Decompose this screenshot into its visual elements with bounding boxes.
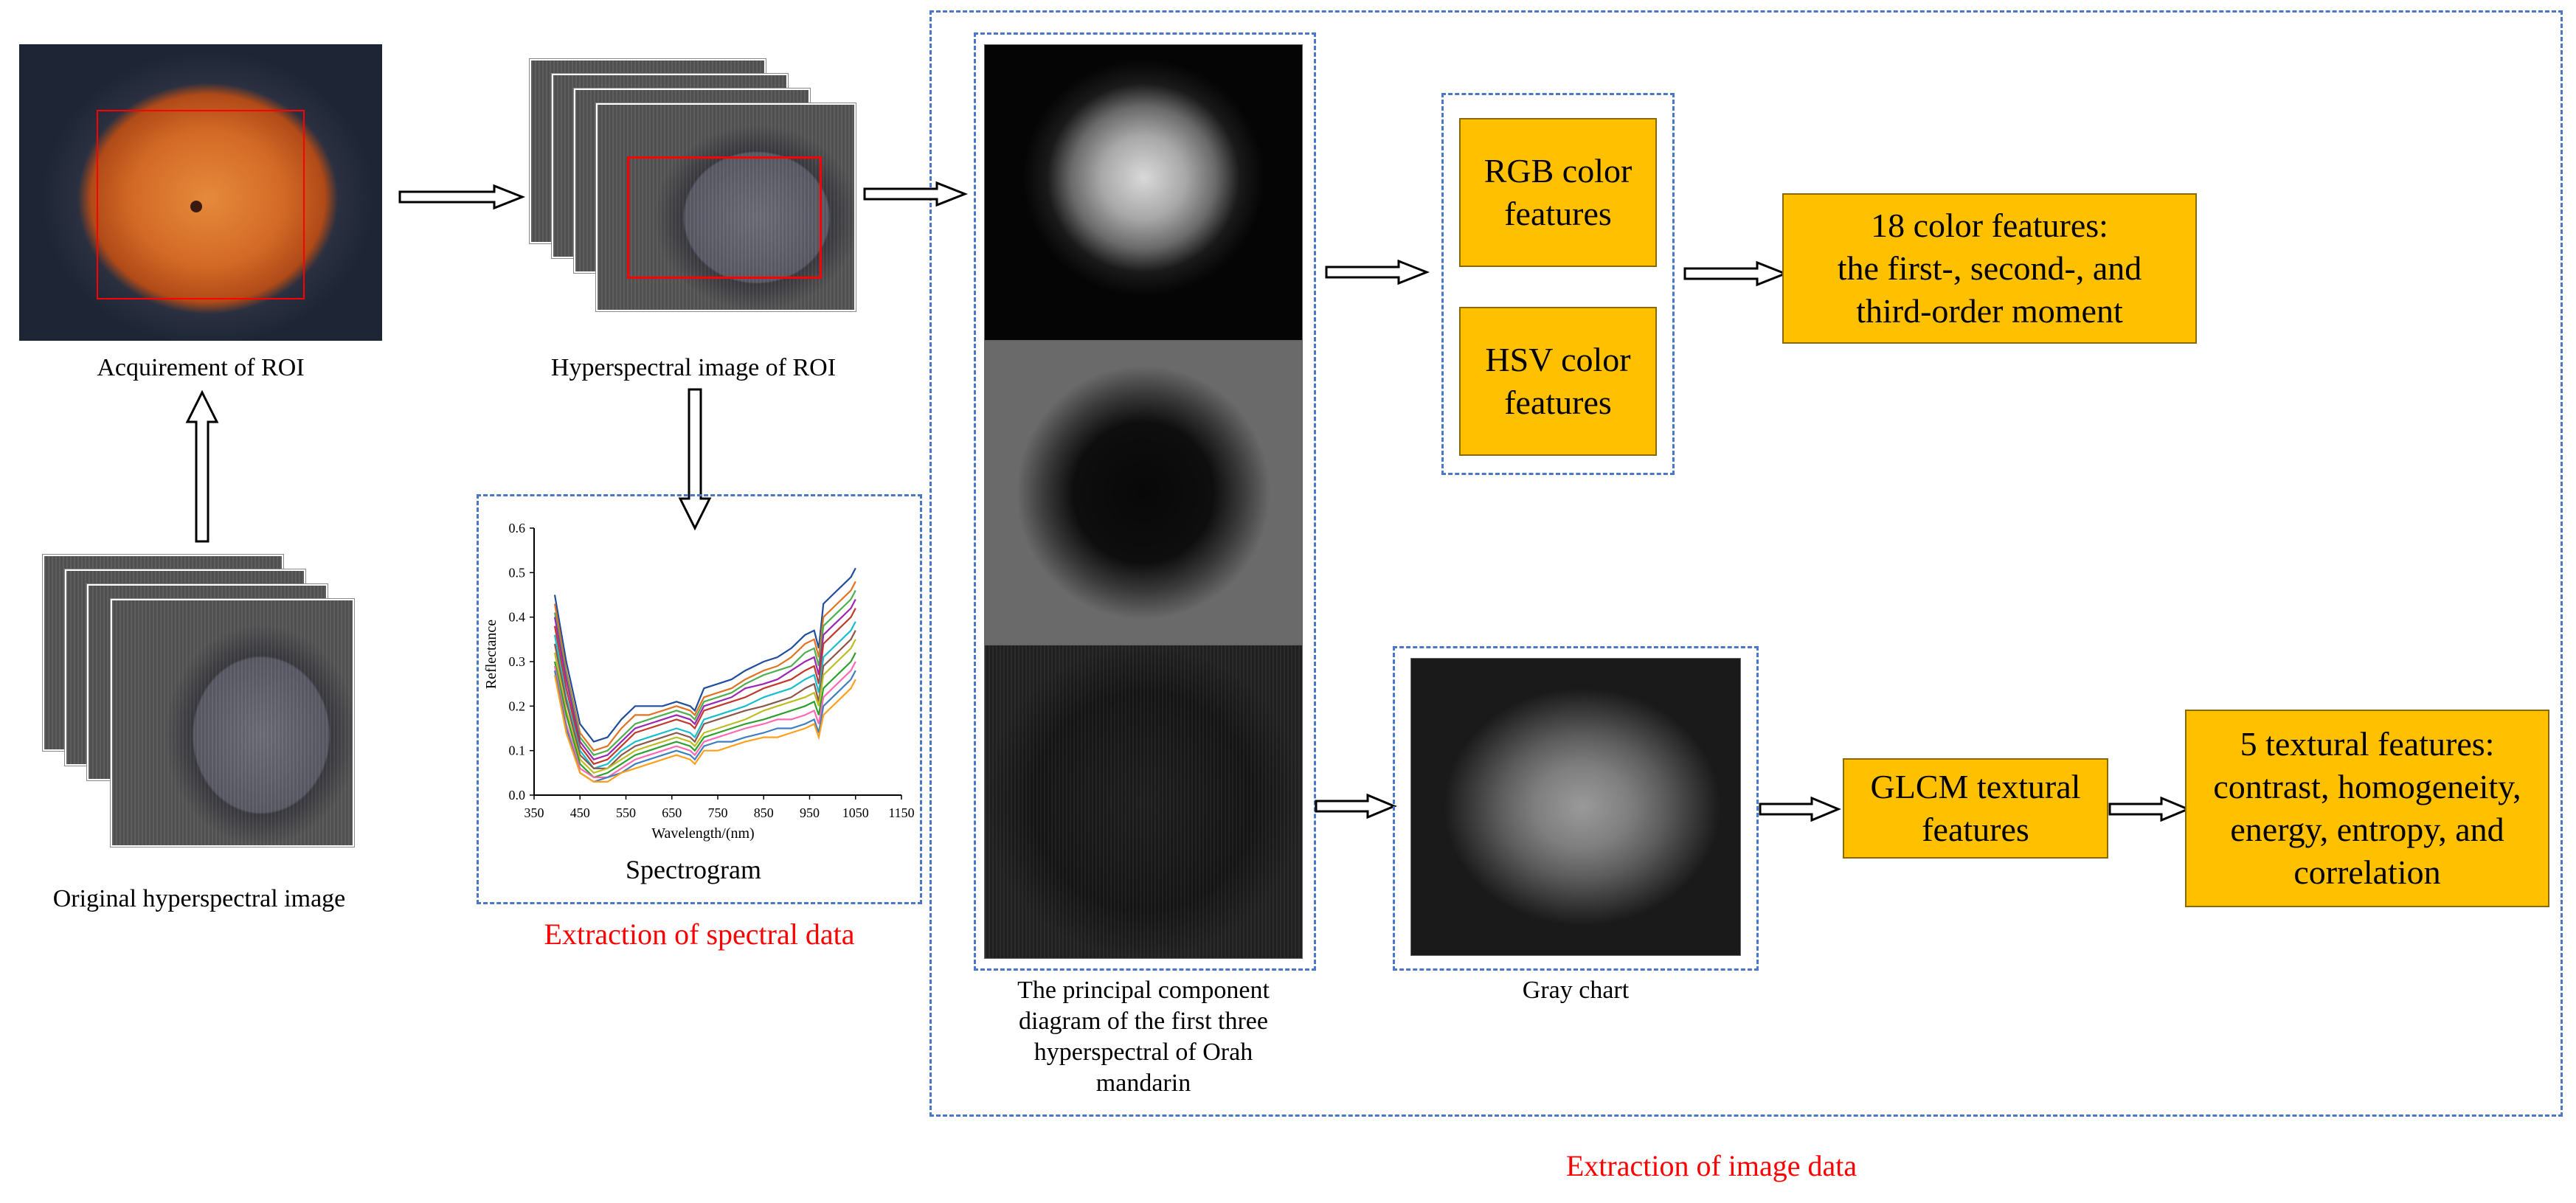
hsv-line2: features (1504, 384, 1612, 421)
arrow-right-1 (398, 184, 526, 210)
series-line (553, 639, 856, 774)
glcm-textural-features-box: GLCM textural features (1843, 758, 2108, 859)
hsv-line1: HSV color (1485, 341, 1631, 378)
pc1-image (984, 44, 1303, 341)
spectral-box (477, 494, 922, 904)
color18-line2: the first-, second-, and (1837, 249, 2142, 287)
rgb-color-features-box: RGB color features (1459, 118, 1657, 267)
series-line (553, 598, 856, 760)
color-18-features-box: 18 color features: the first-, second-, … (1782, 193, 2197, 344)
image-data-box (929, 10, 2563, 1117)
arrow-right-2 (863, 181, 969, 207)
glcm-line1: GLCM textural (1870, 768, 2081, 805)
arrow-to-18-color (1683, 260, 1789, 287)
arrow-up (185, 389, 219, 543)
tex5-line4: correlation (2293, 853, 2441, 891)
color18-line1: 18 color features: (1871, 207, 2108, 244)
label-pc-line3: hyperspectral of Orah (1033, 1039, 1253, 1066)
x-tick-label: 750 (708, 805, 728, 820)
arrow-to-gray (1315, 793, 1397, 819)
label-extraction-image: Extraction of image data (1565, 1149, 1857, 1182)
series-line (553, 608, 856, 766)
roi-rectangle (97, 110, 305, 299)
x-tick-label: 850 (754, 805, 774, 820)
y-tick-label: 0.6 (509, 521, 526, 535)
hsv-color-features-box: HSV color features (1459, 307, 1657, 456)
label-extraction-spectral: Extraction of spectral data (544, 918, 855, 951)
rgb-line2: features (1504, 195, 1612, 232)
y-tick-label: 0.2 (509, 698, 526, 713)
y-axis-label: Reflectance (483, 620, 499, 689)
x-tick-label: 650 (662, 805, 682, 820)
gray-chart-box (1393, 646, 1759, 971)
label-acquirement-roi: Acquirement of ROI (97, 354, 305, 381)
series-line (553, 661, 856, 778)
textural-5-features-box: 5 textural features: contrast, homogenei… (2185, 710, 2549, 907)
tex5-line2: contrast, homogeneity, (2213, 768, 2521, 805)
color-features-box (1441, 93, 1675, 475)
arrow-down (678, 388, 712, 531)
pc-column-box (974, 32, 1316, 971)
label-gray-chart: Gray chart (1522, 977, 1630, 1004)
series-line (553, 589, 856, 756)
label-pc-line1: The principal component (1017, 977, 1270, 1004)
x-axis-label: Wavelength/(nm) (651, 825, 754, 842)
y-tick-label: 0.4 (509, 610, 526, 625)
label-spectrogram: Spectrogram (626, 855, 761, 884)
label-hyperspectral-roi: Hyperspectral image of ROI (550, 354, 837, 381)
y-tick-label: 0.3 (509, 654, 526, 669)
spectrogram-chart: 350 450 550 650 750 850 950 1050 1150 0.0 0.1 0.2 0.… (483, 521, 915, 842)
x-tick-label: 1150 (888, 805, 914, 820)
tex5-line1: 5 textural features: (2240, 725, 2495, 763)
color18-line3: third-order moment (1856, 292, 2123, 330)
label-pc-line4: mandarin (1095, 1069, 1191, 1097)
x-tick-label: 450 (570, 805, 590, 820)
series-line (553, 630, 856, 769)
arrow-to-glcm (1759, 796, 1841, 822)
roi-photo (19, 44, 382, 341)
pc2-image (984, 341, 1303, 645)
y-tick-label: 0.5 (509, 565, 526, 580)
y-tick-label: 0.1 (509, 743, 526, 758)
series-line (553, 674, 856, 783)
fruit-spot (190, 201, 202, 212)
series-line (553, 580, 856, 752)
series-line (553, 621, 856, 770)
glcm-line2: features (1922, 811, 2029, 848)
y-tick-label: 0.0 (509, 788, 526, 802)
label-original-hyperspectral: Original hyperspectral image (52, 885, 346, 912)
x-tick-label: 1050 (842, 805, 869, 820)
gray-chart-image (1410, 658, 1741, 956)
x-tick-label: 950 (800, 805, 820, 820)
roi-rectangle-hyper (627, 156, 822, 279)
x-tick-label: 350 (524, 805, 544, 820)
arrow-to-5-textural (2108, 796, 2191, 822)
arrow-to-color (1325, 259, 1430, 285)
series-line (553, 652, 856, 779)
pc3-image (984, 645, 1303, 959)
label-pc-line2: diagram of the first three (1019, 1008, 1268, 1035)
series-line (553, 567, 856, 743)
series-line (553, 670, 856, 783)
tex5-line3: energy, entropy, and (2230, 811, 2504, 848)
rgb-line1: RGB color (1483, 152, 1632, 190)
x-tick-label: 550 (616, 805, 636, 820)
